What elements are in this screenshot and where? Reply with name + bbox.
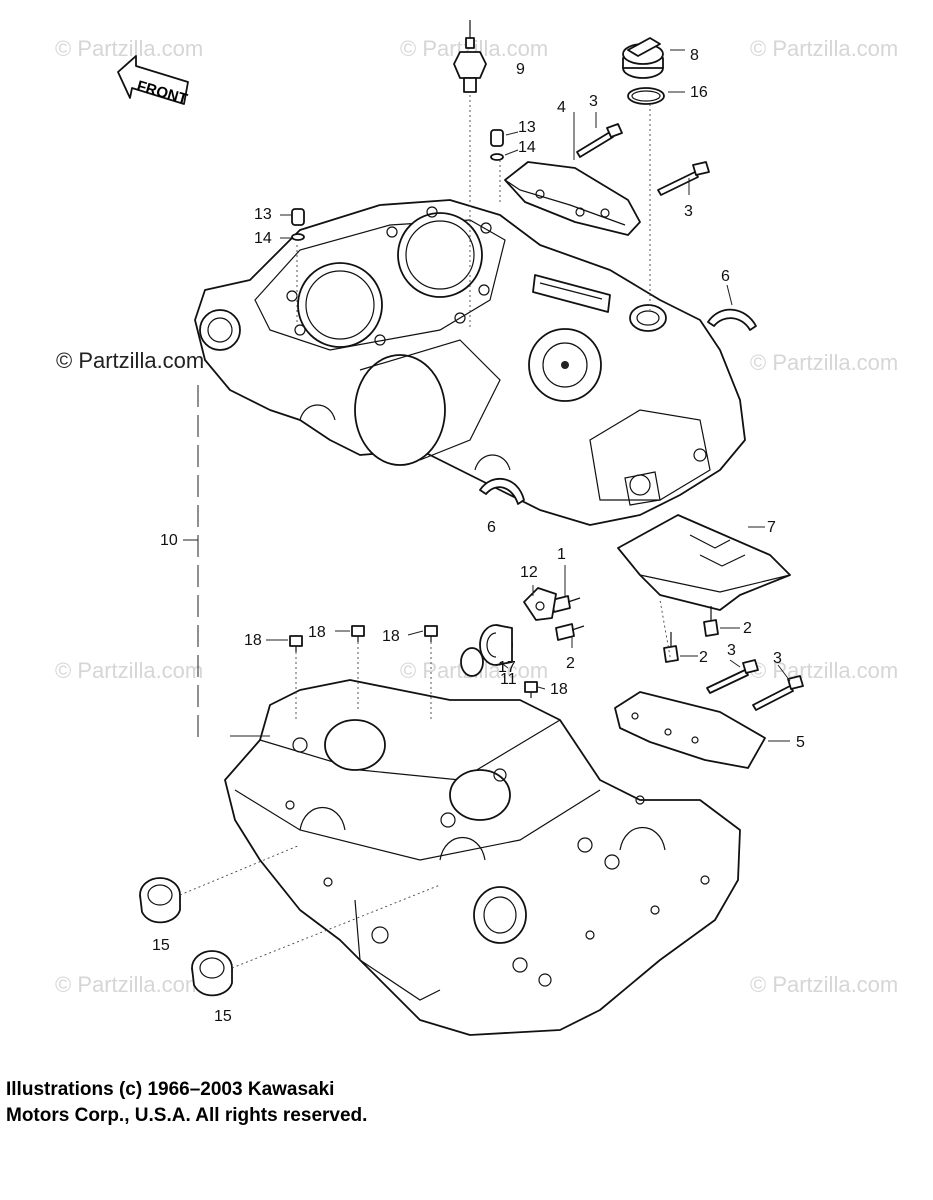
callout-14-left: 14	[254, 230, 272, 247]
bolt-upper-b	[657, 161, 710, 196]
bolt-1	[551, 595, 581, 613]
upper-cover	[504, 161, 641, 236]
watermark-mid-right: © Partzilla.com	[750, 350, 898, 375]
bearing-15-upper	[139, 877, 181, 924]
callout-8: 8	[690, 47, 699, 64]
callout-3-lower-a: 3	[727, 642, 736, 659]
callout-2-center: 2	[566, 655, 575, 672]
callout-6-lower: 6	[487, 519, 496, 536]
callout-labels: 1 2 2 2 3 3 3 3 4 5 6 6 7 8 9 10 11 12 1…	[152, 47, 805, 1025]
callout-13-left: 13	[254, 206, 272, 223]
lower-crankcase	[224, 679, 741, 1036]
bolt-2-right-b	[663, 632, 679, 663]
callout-3-upper-b: 3	[684, 203, 693, 220]
front-arrow-icon: FRONT	[117, 55, 189, 108]
watermark-bottom-right: © Partzilla.com	[750, 972, 898, 997]
bracket-12	[523, 587, 557, 621]
copyright-notice: Illustrations (c) 1966–2003 Kawasaki Mot…	[6, 1077, 706, 1129]
dowel-13-left	[291, 208, 305, 241]
callout-2-right-b: 2	[699, 649, 708, 666]
callout-17: 17	[498, 659, 516, 676]
o-ring-16	[627, 87, 665, 105]
bearing-shell-lower-left	[479, 477, 525, 505]
callout-5: 5	[796, 734, 805, 751]
callout-11: 11	[500, 671, 517, 688]
o-ring-11	[460, 647, 484, 677]
bolt-18-b	[351, 625, 365, 642]
oil-filler-cap	[622, 37, 664, 79]
leader-lines	[179, 49, 791, 969]
callout-3-lower-b: 3	[773, 650, 782, 667]
callout-4: 4	[557, 99, 566, 116]
watermark-lower-right: © Partzilla.com	[750, 658, 898, 683]
callout-12: 12	[520, 564, 538, 581]
bolt-2-right-a	[703, 606, 719, 637]
bolt-18-d	[524, 681, 538, 698]
callout-7: 7	[767, 519, 776, 536]
watermark-bottom-left: © Partzilla.com	[55, 972, 203, 997]
callout-10: 10	[160, 532, 178, 549]
bolt-2-center	[555, 623, 585, 641]
watermark-main: © Partzilla.com	[56, 348, 204, 373]
bearing-shell-upper-right	[707, 308, 757, 331]
oil-pressure-switch	[453, 20, 487, 93]
lower-cover	[614, 691, 766, 769]
callout-13-upper: 13	[518, 119, 536, 136]
callout-6-upper: 6	[721, 268, 730, 285]
upper-crankcase	[194, 199, 746, 526]
watermark-lower-left: © Partzilla.com	[55, 658, 203, 683]
bolt-lower-b	[752, 675, 804, 711]
callout-18-a: 18	[244, 632, 262, 649]
dowel-13-upper	[490, 129, 504, 161]
bolt-18-c	[424, 625, 438, 642]
callout-14-upper: 14	[518, 139, 536, 156]
copyright-line-1: Illustrations (c) 1966–2003 Kawasaki	[6, 1079, 335, 1100]
callout-9: 9	[516, 61, 525, 78]
callout-18-d: 18	[550, 681, 568, 698]
watermark-top-right: © Partzilla.com	[750, 36, 898, 61]
callout-18-c: 18	[382, 628, 400, 645]
watermark-top-left: © Partzilla.com	[55, 36, 203, 61]
callout-15-upper: 15	[152, 937, 170, 954]
bolt-lower-a	[706, 659, 759, 694]
callout-3-upper-a: 3	[589, 93, 598, 110]
callout-16: 16	[690, 84, 708, 101]
callout-2-right-a: 2	[743, 620, 752, 637]
plug-17	[479, 624, 513, 666]
callout-1: 1	[557, 546, 566, 563]
bolt-upper-a	[576, 123, 623, 158]
callout-18-b: 18	[308, 624, 326, 641]
cylinder-bore-left	[297, 262, 383, 348]
cylinder-bore-right	[397, 212, 483, 298]
bearing-15-lower	[191, 950, 233, 997]
baffle-plate-7	[617, 514, 791, 611]
bolt-18-a	[289, 635, 303, 652]
copyright-line-2: Motors Corp., U.S.A. All rights reserved…	[6, 1105, 368, 1126]
callout-15-lower: 15	[214, 1008, 232, 1025]
